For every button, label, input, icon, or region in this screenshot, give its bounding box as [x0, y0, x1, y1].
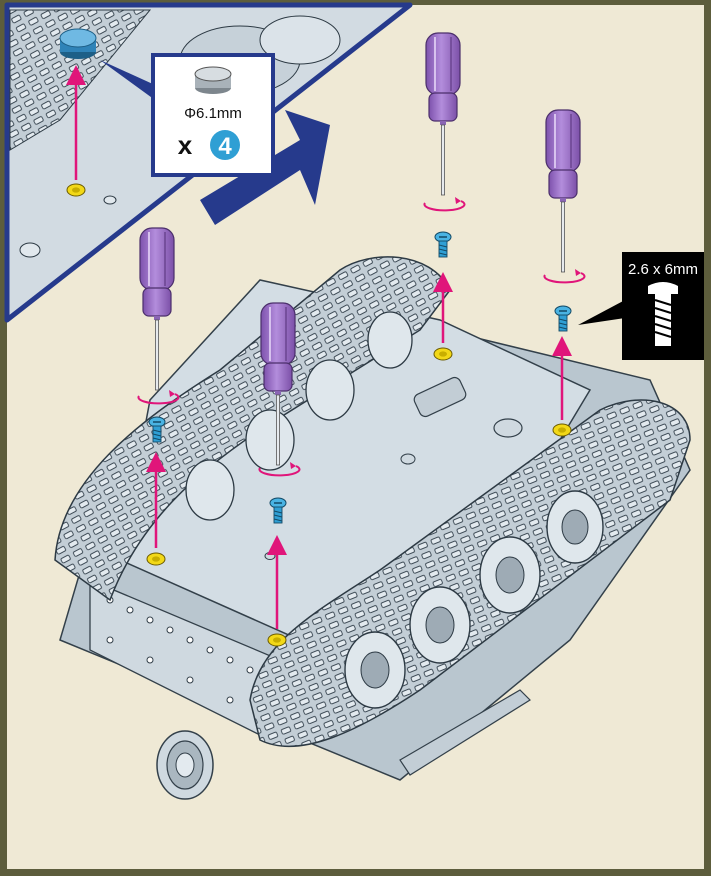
- screw-icon: [434, 231, 452, 258]
- screwdriver-icon: [425, 32, 461, 196]
- quantity-value: 4: [218, 133, 232, 160]
- mount-point: [433, 347, 453, 361]
- quantity-badge-icon: [210, 130, 240, 160]
- rear-cylinder: [156, 730, 214, 800]
- rubber-foot-part: [59, 28, 97, 59]
- screwdriver-icon: [545, 109, 581, 273]
- screwdriver-icon: [139, 227, 175, 391]
- screw-size-label: 2.6 x 6mm: [628, 261, 698, 278]
- mount-point: [267, 633, 287, 647]
- right-track: [249, 399, 691, 748]
- screw-icon: [554, 305, 572, 332]
- quantity-prefix: x: [178, 130, 193, 160]
- insert-arrows: [146, 272, 572, 629]
- screw-icon: [648, 282, 678, 346]
- left-track: [54, 256, 451, 602]
- rubber-foot-icon: [194, 66, 232, 94]
- mount-point: [146, 552, 166, 566]
- mount-point: [552, 423, 572, 437]
- part-quantity-callout: Φ6.1mm x 4: [151, 53, 275, 177]
- rotation-arrow-icon: [423, 196, 466, 212]
- part-size-label: Φ6.1mm: [184, 105, 242, 122]
- screw-size-callout: 2.6 x 6mm: [578, 252, 704, 360]
